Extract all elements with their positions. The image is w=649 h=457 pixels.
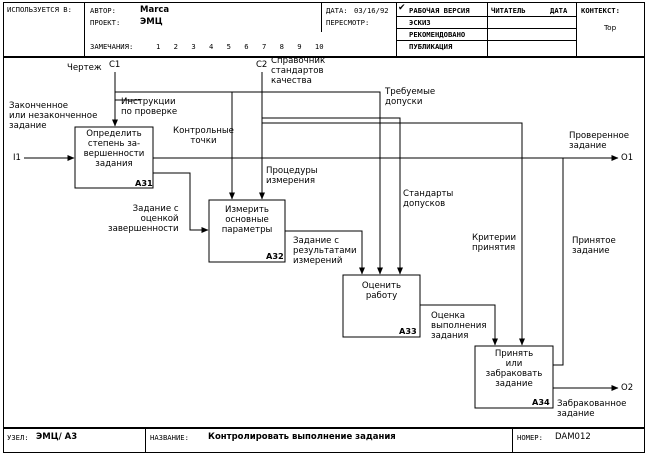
- title-label: НАЗВАНИЕ:: [150, 433, 189, 442]
- status-row-line-2: [396, 28, 577, 29]
- c1-label: Чертеж: [67, 63, 102, 73]
- i1-code: I1: [13, 153, 21, 163]
- number-label: НОМЕР:: [517, 433, 543, 442]
- footer-sep-2: [512, 427, 513, 453]
- c2-code: C2: [256, 60, 268, 70]
- node-value: ЭМЦ/ А3: [36, 432, 78, 442]
- reader-date-label: ДАТА: [550, 6, 568, 15]
- number-value: DAM012: [555, 432, 591, 442]
- footer-divider: [3, 427, 645, 429]
- header-sep-4: [487, 2, 488, 57]
- node-label: УЗЕЛ:: [7, 433, 29, 442]
- footer-sep-1: [145, 427, 146, 453]
- arrow-a31-a32: [153, 172, 209, 233]
- c1-code: C1: [109, 60, 121, 70]
- o1-code: O1: [621, 153, 634, 163]
- context-value: Top: [604, 23, 617, 32]
- check-icon: ✔: [398, 3, 406, 13]
- date-value: 03/16/92: [354, 6, 389, 15]
- status-publication: ПУБЛИКАЦИЯ: [409, 42, 453, 51]
- header-sep-2: [321, 2, 322, 32]
- date-label: ДАТА:: [326, 6, 348, 15]
- notes-label: ЗАМЕЧАНИЯ:: [90, 42, 134, 51]
- review-label: ПЕРЕСМОТР:: [326, 18, 370, 27]
- box-a34-id: A34: [532, 397, 550, 407]
- arrow-a33-a34: [420, 304, 498, 346]
- reader-label: ЧИТАТЕЛЬ: [491, 6, 526, 15]
- o2-code: O2: [621, 383, 634, 393]
- title-value: Контролировать выполнение задания: [208, 432, 396, 442]
- box-a32-id: A32: [266, 251, 284, 261]
- arrow-accepted-task: [553, 158, 564, 366]
- box-a33-id: A33: [399, 326, 417, 336]
- status-recommended: РЕКОМЕНДОВАНО: [409, 30, 466, 39]
- arrow-tolerance-standards: [262, 117, 403, 275]
- author-label: АВТОР:: [90, 6, 116, 15]
- status-draft: ЭСКИЗ: [409, 18, 431, 27]
- status-row-line-1: [396, 16, 577, 17]
- author-value: Marca: [140, 5, 170, 15]
- arrow-required-tolerances: [232, 91, 383, 275]
- box-a33: [342, 274, 421, 338]
- header-divider: [3, 56, 645, 58]
- arrow-a32-a33: [285, 230, 365, 275]
- project-value: ЭМЦ: [140, 17, 163, 27]
- header-sep-1: [84, 2, 85, 57]
- header-sep-3: [396, 2, 397, 57]
- arrow-acceptance-criteria: [262, 122, 525, 346]
- note-numbers: 1 2 3 4 5 6 7 8 9 10: [156, 42, 324, 51]
- header-sep-5: [576, 2, 577, 57]
- used-in-label: ИСПОЛЬЗУЕТСЯ В:: [7, 5, 72, 14]
- box-a31-id: A31: [135, 178, 153, 188]
- diagram-frame: [3, 2, 645, 453]
- status-working: РАБОЧАЯ ВЕРСИЯ: [409, 6, 470, 15]
- project-label: ПРОЕКТ:: [90, 18, 121, 27]
- status-row-line-3: [396, 40, 577, 41]
- box-a34: [474, 345, 554, 409]
- context-label: КОНТЕКСТ:: [581, 6, 620, 15]
